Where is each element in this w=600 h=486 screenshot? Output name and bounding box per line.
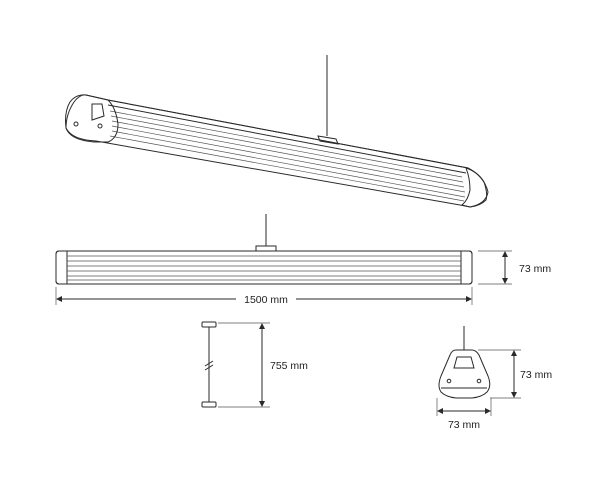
iso-diffuser-ribs: [109, 110, 466, 202]
dimension-length: 1500 mm: [55, 287, 473, 306]
dimension-profile-height: 73 mm: [478, 349, 552, 399]
dimension-profile-width: 73 mm: [436, 398, 492, 431]
dimension-profile-width-label: 73 mm: [448, 419, 480, 431]
suspension-kit-view: 755 mm: [201, 321, 308, 408]
dimension-profile-height-label: 73 mm: [520, 369, 552, 381]
front-suspension-bracket: [255, 245, 277, 252]
front-view: 73 mm 1500 mm: [55, 214, 551, 306]
iso-suspension-bracket: [317, 135, 339, 145]
profile-housing: [438, 349, 491, 399]
front-diffuser-ribs: [67, 255, 461, 281]
iso-end-cap-left: [65, 94, 119, 143]
front-end-cap-left: [55, 250, 68, 285]
iso-end-cap-right: [460, 167, 488, 208]
dimension-height: 73 mm: [478, 250, 551, 285]
front-end-cap-right: [460, 250, 473, 285]
iso-luminaire-body: [65, 94, 489, 208]
profile-view: 73 mm 73 mm: [436, 326, 552, 431]
dimension-suspension-label: 755 mm: [270, 360, 308, 372]
dimension-height-label: 73 mm: [519, 263, 551, 275]
ceiling-canopy: [201, 321, 217, 328]
isometric-view: [65, 55, 489, 208]
dimension-length-label: 1500 mm: [244, 294, 288, 306]
cable-gripper: [201, 401, 217, 408]
dimension-suspension: 755 mm: [218, 322, 308, 408]
